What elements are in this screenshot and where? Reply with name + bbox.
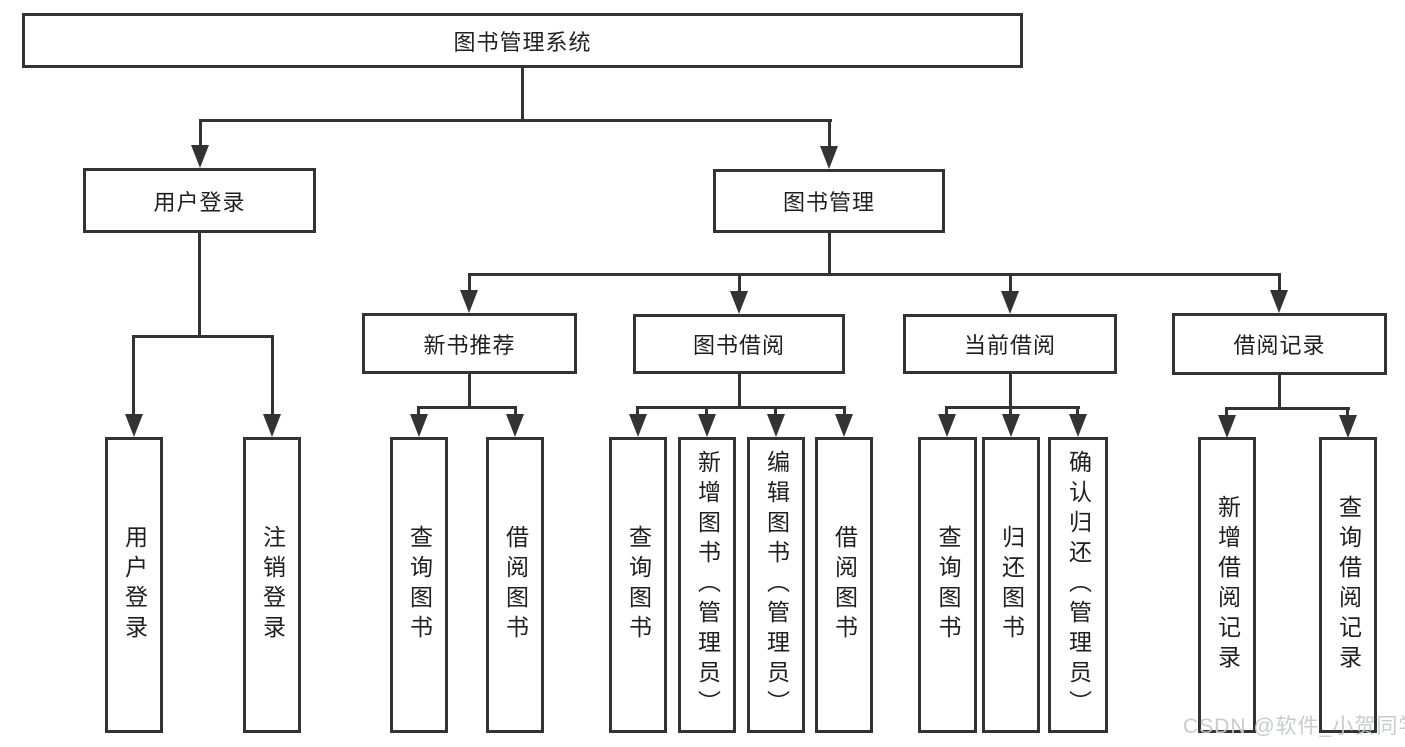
node-label: 用户登录 <box>121 525 148 645</box>
node-label: 查询图书 <box>406 525 433 645</box>
node-label: 借阅记录 <box>1233 333 1326 358</box>
connector-line <box>828 119 831 149</box>
arrow-down-icon <box>698 414 716 437</box>
arrow-down-icon <box>835 414 853 437</box>
node-label: 注销登录 <box>259 525 286 645</box>
node-label: 新增图书（管理员） <box>694 450 721 720</box>
connector-line <box>132 335 274 338</box>
arrow-down-icon <box>410 414 428 437</box>
connector-line <box>1009 374 1012 408</box>
node-label: 用户登录 <box>153 189 246 215</box>
node-label: 图书管理 <box>782 190 875 215</box>
leaf-query-books-current: 查询图书 <box>918 437 977 733</box>
node-label: 当前借阅 <box>963 333 1056 358</box>
arrow-down-icon <box>730 291 748 314</box>
arrow-down-icon <box>629 414 647 437</box>
arrow-down-icon <box>1001 291 1019 314</box>
leaf-confirm-return-admin: 确认归还（管理员） <box>1048 437 1108 733</box>
arrow-down-icon <box>938 414 956 437</box>
arrow-down-icon <box>767 414 785 437</box>
leaf-query-books-borrow: 查询图书 <box>609 437 667 733</box>
connector-line <box>1225 407 1350 410</box>
node-label: 借阅图书 <box>831 525 858 645</box>
node-label: 新增借阅记录 <box>1214 495 1241 675</box>
connector-line <box>636 406 639 418</box>
connector-line <box>199 119 832 122</box>
arrow-down-icon <box>506 414 524 437</box>
arrow-down-icon <box>1002 414 1020 437</box>
connector-line <box>514 406 517 418</box>
connector-line <box>417 406 517 409</box>
connector-line <box>774 406 777 418</box>
arrow-down-icon <box>1218 415 1236 438</box>
connector-line <box>468 373 471 409</box>
node-root-library-system: 图书管理系统 <box>22 13 1023 68</box>
connector-line <box>1225 407 1228 418</box>
arrow-down-icon <box>460 290 478 313</box>
connector-line <box>199 119 202 149</box>
connector-line <box>1009 406 1012 418</box>
node-current-borrowing: 当前借阅 <box>903 314 1117 374</box>
arrow-down-icon <box>820 146 838 169</box>
leaf-add-books-admin: 新增图书（管理员） <box>678 437 736 733</box>
leaf-edit-books-admin: 编辑图书（管理员） <box>747 437 805 733</box>
leaf-borrow-books-recommend: 借阅图书 <box>486 437 544 733</box>
arrow-down-icon <box>1339 415 1357 438</box>
connector-line <box>1278 273 1281 293</box>
connector-line <box>1076 406 1079 418</box>
connector-line <box>843 406 846 418</box>
connector-line <box>468 273 471 293</box>
connector-line <box>132 335 135 415</box>
connector-line <box>198 233 201 337</box>
connector-line <box>417 406 420 418</box>
node-label: 新书推荐 <box>423 332 516 358</box>
csdn-watermark: CSDN @软件_小贺同学 <box>1183 715 1405 738</box>
node-book-borrowing: 图书借阅 <box>633 314 845 374</box>
leaf-query-borrow-record: 查询借阅记录 <box>1319 437 1377 733</box>
node-book-management: 图书管理 <box>713 169 945 233</box>
node-label: 查询借阅记录 <box>1335 495 1362 675</box>
connector-line <box>738 273 741 293</box>
node-label: 借阅图书 <box>502 525 529 645</box>
connector-line <box>636 406 846 409</box>
arrow-down-icon <box>125 414 143 437</box>
node-label: 图书管理系统 <box>453 29 592 55</box>
arrow-down-icon <box>263 414 281 437</box>
node-label: 确认归还（管理员） <box>1065 450 1092 720</box>
connector-line <box>271 335 274 415</box>
connector-line <box>828 233 831 275</box>
node-label: 图书借阅 <box>692 333 785 358</box>
leaf-return-books: 归还图书 <box>982 437 1040 733</box>
leaf-add-borrow-record: 新增借阅记录 <box>1198 437 1256 733</box>
node-label: 查询图书 <box>625 525 652 645</box>
leaf-user-login: 用户登录 <box>105 437 163 733</box>
node-label: 编辑图书（管理员） <box>763 450 790 720</box>
leaf-borrow-books: 借阅图书 <box>815 437 873 733</box>
connector-line <box>1278 375 1281 409</box>
connector-line <box>468 273 1281 276</box>
arrow-down-icon <box>1069 414 1087 437</box>
connector-line <box>945 406 948 418</box>
leaf-logout: 注销登录 <box>243 437 301 733</box>
node-new-book-recommendation: 新书推荐 <box>362 313 577 374</box>
node-borrowing-records: 借阅记录 <box>1172 313 1387 375</box>
connector-line <box>521 67 524 121</box>
node-label: 归还图书 <box>998 525 1025 645</box>
node-user-login: 用户登录 <box>83 168 316 233</box>
leaf-query-books-recommend: 查询图书 <box>390 437 448 733</box>
arrow-down-icon <box>191 145 209 168</box>
connector-line <box>1346 407 1349 418</box>
arrow-down-icon <box>1270 290 1288 313</box>
node-label: 查询图书 <box>935 525 961 645</box>
connector-line <box>945 406 1080 409</box>
connector-line <box>738 374 741 408</box>
connector-line <box>1009 273 1012 293</box>
connector-line <box>705 406 708 418</box>
